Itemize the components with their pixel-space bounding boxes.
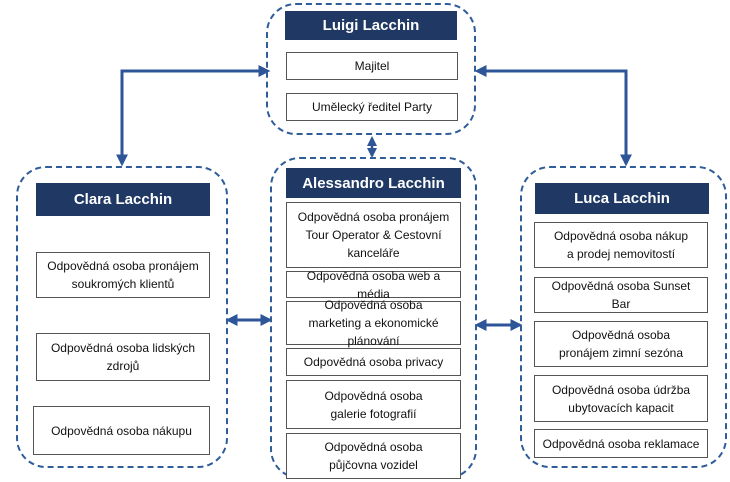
group-clara: [16, 166, 228, 468]
header-luca: Luca Lacchin: [535, 183, 709, 214]
role-box: Odpovědná osoba pronájem zimní sezóna: [534, 321, 708, 367]
role-box: Odpovědná osoba nákupu: [33, 406, 210, 455]
role-box: Odpovědná osoba pronájem Tour Operator &…: [286, 202, 461, 268]
arrow-top-to-left: [116, 65, 271, 167]
role-box: Odpovědná osoba privacy: [286, 348, 461, 376]
role-box: Majitel: [286, 52, 458, 80]
arrow-top-to-right: [474, 65, 632, 167]
role-box: Odpovědná osoba web a média: [286, 269, 461, 301]
group-luigi: [266, 3, 476, 135]
role-box: Odpovědná osoba lidských zdrojů: [36, 333, 210, 381]
group-luca: [520, 166, 727, 468]
role-box: Odpovědná osoba reklamace: [534, 429, 708, 458]
role-box: Odpovědná osoba nákup a prodej nemovitos…: [534, 222, 708, 268]
role-box: Odpovědná osoba pronájem soukromých klie…: [36, 252, 210, 298]
role-box: Odpovědná osoba galerie fotografií: [286, 380, 461, 429]
role-box: Odpovědná osoba Sunset Bar: [534, 277, 708, 313]
role-box: Umělecký ředitel Party: [286, 93, 458, 121]
role-box: Odpovědná osoba marketing a ekonomické p…: [286, 298, 461, 348]
role-box: Odpovědná osoba půjčovna vozidel: [286, 433, 461, 479]
header-alessandro: Alessandro Lacchin: [286, 168, 461, 198]
header-clara: Clara Lacchin: [36, 183, 210, 216]
role-box: Odpovědná osoba údržba ubytovacích kapac…: [534, 375, 708, 422]
header-luigi: Luigi Lacchin: [285, 11, 457, 40]
